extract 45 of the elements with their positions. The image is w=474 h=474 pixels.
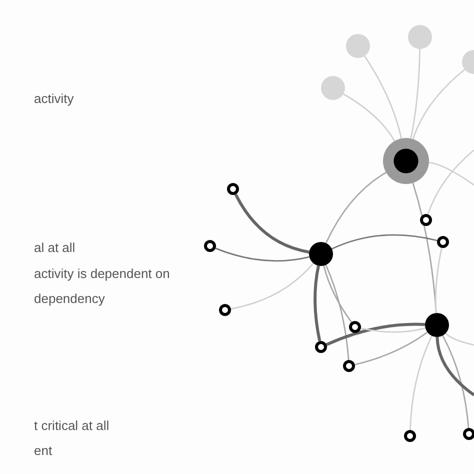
connector-line <box>445 332 474 346</box>
connector-line <box>343 93 396 142</box>
ring-node <box>315 341 327 353</box>
ring-node <box>420 214 432 226</box>
connector-line <box>325 172 386 244</box>
ring-node <box>404 430 416 442</box>
connector-line <box>314 265 322 342</box>
connector-line <box>332 234 438 250</box>
hub-node <box>383 138 429 184</box>
connector-line <box>428 162 474 186</box>
connector-line <box>412 182 437 314</box>
connector-line <box>360 327 426 333</box>
ring-node <box>227 183 239 195</box>
ring-node <box>204 240 216 252</box>
connector-line <box>427 149 474 215</box>
connector-line <box>354 332 428 366</box>
connector-line <box>442 335 470 428</box>
connector-line <box>326 322 426 346</box>
connector-line <box>325 264 350 360</box>
legend-text: activity <box>34 91 74 107</box>
main-node <box>425 313 449 337</box>
connector-line <box>230 262 314 310</box>
connector-line <box>364 56 402 139</box>
connector-line <box>410 48 420 139</box>
faded-node <box>408 25 432 49</box>
legend-text: t critical at all <box>34 418 110 434</box>
connector-line <box>436 336 474 396</box>
main-node <box>309 242 333 266</box>
legend-text: dependency <box>34 291 105 307</box>
faded-node <box>346 34 370 58</box>
ring-node <box>463 428 474 440</box>
legend-text: ent <box>34 443 52 459</box>
legend-text: al at all <box>34 240 76 256</box>
faded-node <box>321 76 345 100</box>
legend-text: activity is dependent on <box>34 266 170 282</box>
ring-node <box>343 360 355 372</box>
connector-line <box>410 336 432 430</box>
connector-line <box>412 68 466 140</box>
ring-node <box>219 304 231 316</box>
connector-line <box>215 248 310 262</box>
ring-node <box>349 321 361 333</box>
connector-line <box>434 248 442 314</box>
connector-line <box>323 266 352 323</box>
connector-line <box>234 194 310 254</box>
ring-node <box>437 236 449 248</box>
